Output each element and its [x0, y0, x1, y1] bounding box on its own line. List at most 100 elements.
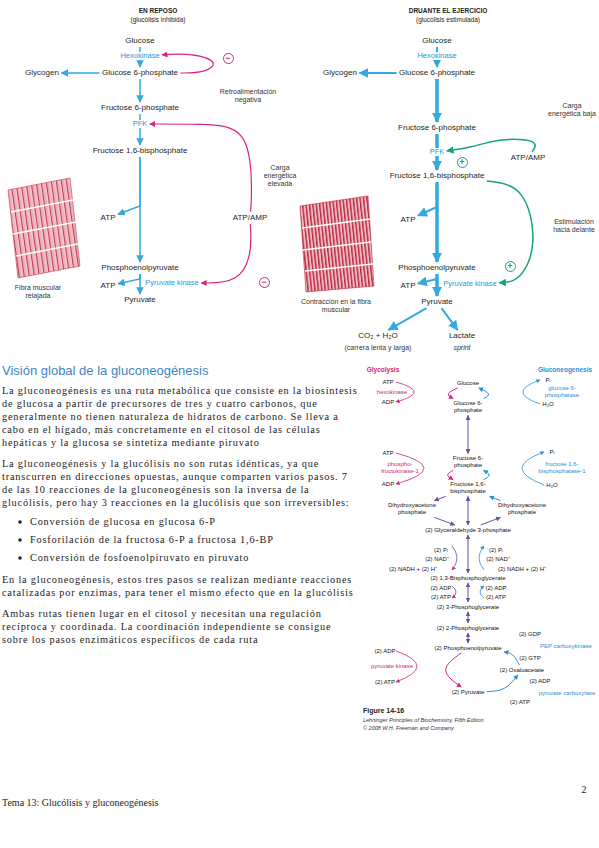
pathway-arrow	[434, 517, 454, 525]
body-paragraph: La gluconeogénesis es una ruta metabólic…	[2, 384, 358, 449]
muscle-fiber	[8, 178, 80, 278]
pathway-arrow	[389, 308, 427, 330]
metabolite-box: ATP/AMP	[232, 213, 269, 222]
annotation-note: Fibra muscular relajada	[13, 284, 63, 300]
metabolite-box: Fructose 1,6-bisphosphate	[442, 481, 494, 495]
panel-subheading: (glucólisis estimulada)	[416, 16, 480, 23]
cofactor-arrow	[523, 380, 540, 404]
metabolite-box: (2) 2-Phosphoglycerate	[436, 625, 500, 632]
node-text: Pyruvate kinase	[145, 279, 198, 288]
cofactor-label: (2) ADP	[430, 585, 451, 592]
cofactor-label: (2) NADH + (2) H⁺	[498, 566, 546, 573]
node-text: Glycogen	[323, 68, 357, 77]
cofactor-arrows	[396, 380, 544, 682]
node-text: Fructose 6-phosphate	[398, 123, 476, 132]
pathway-arrow	[467, 633, 468, 643]
cofactor-label: Pᵢ	[546, 377, 551, 384]
metabolite-box: Lactate	[448, 331, 476, 340]
cofactor-label: (2) GDP	[519, 631, 541, 638]
metabolite-box: Glycogen	[24, 68, 60, 77]
node-text: Fructose 6-phosphate	[448, 455, 488, 469]
pathway-arrow	[118, 157, 140, 214]
enzyme-label: phospho-fructokinase-1	[377, 461, 423, 475]
page-footer: 2	[582, 784, 587, 796]
enzyme-box: PFK	[132, 120, 149, 129]
annotation-note: Carga energética elevada	[258, 164, 302, 188]
cofactor-label: (2) NADH + (2) H⁺	[389, 566, 437, 573]
metabolite-box: (2) 1,3-Bisphosphoglycerate	[429, 575, 506, 582]
contracted-muscle-fiber	[300, 196, 374, 292]
node-text: (2) Phosphoenolpyruvate	[434, 645, 501, 652]
pathway-arrow	[448, 470, 453, 479]
metabolite-box: Pyruvate	[420, 297, 454, 306]
pathway-arrow	[468, 612, 469, 623]
bullet-dot	[18, 520, 22, 524]
fiber-boundary	[303, 242, 371, 250]
node-text: Glycogen	[25, 68, 59, 77]
pathway-arrow	[447, 139, 535, 152]
pathway-arrow	[468, 496, 469, 525]
node-text: Fructose 1,6-bisphosphate	[390, 171, 485, 180]
node-text: PFK	[133, 120, 148, 129]
pathway-heading: Gluconeogenesis	[538, 366, 592, 373]
pathway-heading: Glycolysis	[367, 366, 400, 373]
pathway-arrow	[201, 224, 251, 283]
pathway-arrow	[434, 496, 445, 500]
pathway-arrow	[487, 675, 518, 692]
inhibition-sign: −	[223, 53, 234, 64]
cofactor-label: (2) ADP	[374, 648, 395, 655]
metabolite-box: (2) Pyruvate	[451, 689, 486, 696]
metabolite-box: Fructose 6-phosphate	[447, 455, 489, 469]
node-text: ATP	[101, 213, 116, 222]
cofactor-label: ADP	[382, 481, 394, 488]
node-text: (2) 3-Phosphoglycerate	[437, 604, 499, 611]
metabolite-box: Glucose	[421, 36, 452, 45]
node-text: Glucose	[422, 36, 451, 45]
node-text: ATP	[401, 281, 416, 290]
fiber-boundary	[305, 264, 373, 271]
annotation-note: Retroalimentación negativa	[216, 88, 280, 104]
annotation-note: Estimulación hacia delante	[550, 218, 598, 234]
pathway-arrow	[483, 470, 489, 479]
fiber-boundary	[302, 219, 370, 228]
node-text: Glucose 6-phosphate	[102, 68, 178, 77]
node-text: Pyruvate	[421, 297, 453, 306]
panel-heading: DRUANTE EL EJERCICIO	[409, 7, 488, 14]
annotation-note: (carrera lenta y larga)	[345, 344, 412, 352]
pathway-arrow	[435, 79, 439, 122]
pathway-arrow	[468, 415, 469, 453]
metabolite-box: Phosphoenolpyruvate	[397, 263, 476, 272]
node-text: Glucose 6-phosphate	[399, 68, 475, 77]
metabolite-box: Dihydroxyacetone phosphate	[383, 502, 441, 516]
enzyme-box: Pyruvate kinase	[144, 279, 199, 288]
pathway-arrow	[446, 653, 462, 687]
metabolite-box: Pyruvate	[123, 295, 157, 304]
enzyme-label: pyruvate carboxylase	[539, 690, 596, 697]
node-text: Hexokinase	[120, 52, 159, 61]
metabolite-box: Fructose 1,6-bisphosphate	[389, 171, 486, 180]
cofactor-arrow	[452, 586, 456, 598]
pathway-arrow	[139, 79, 141, 102]
cofactor-label: (2) ATP	[431, 594, 451, 601]
node-text: ATP/AMP	[233, 213, 268, 222]
pathway-arrow	[359, 72, 396, 74]
page-footer: Tema 13: Glucólisis y gluconeogénesis	[2, 797, 159, 809]
figure-caption: Figure 14-16	[363, 707, 404, 715]
metabolite-box: Fructose 6-phosphate	[100, 103, 180, 112]
metabolite-box: Fructose 6-phosphate	[397, 123, 477, 132]
cofactor-arrow	[452, 546, 457, 570]
pathway-arrow	[490, 496, 501, 500]
body-paragraph: Ambas rutas tienen lugar en el citosol y…	[2, 607, 358, 646]
pathway-arrow	[467, 535, 468, 573]
cofactor-label: (2) Pᵢ	[489, 547, 503, 554]
enzyme-label: PEP carboxykinase	[540, 643, 592, 650]
node-text: Phosphoenolpyruvate	[101, 263, 178, 272]
annotation-note: Carga energética baja	[547, 102, 597, 118]
node-text: Pyruvate	[124, 295, 156, 304]
pathway-arrow	[487, 181, 533, 283]
metabolite-box: Glucose 6-phosphate	[398, 68, 476, 77]
metabolite-box: ATP	[400, 281, 417, 290]
node-text: Glucose	[125, 36, 154, 45]
enzyme-box: PFK	[429, 148, 446, 157]
node-text: PFK	[430, 148, 445, 157]
